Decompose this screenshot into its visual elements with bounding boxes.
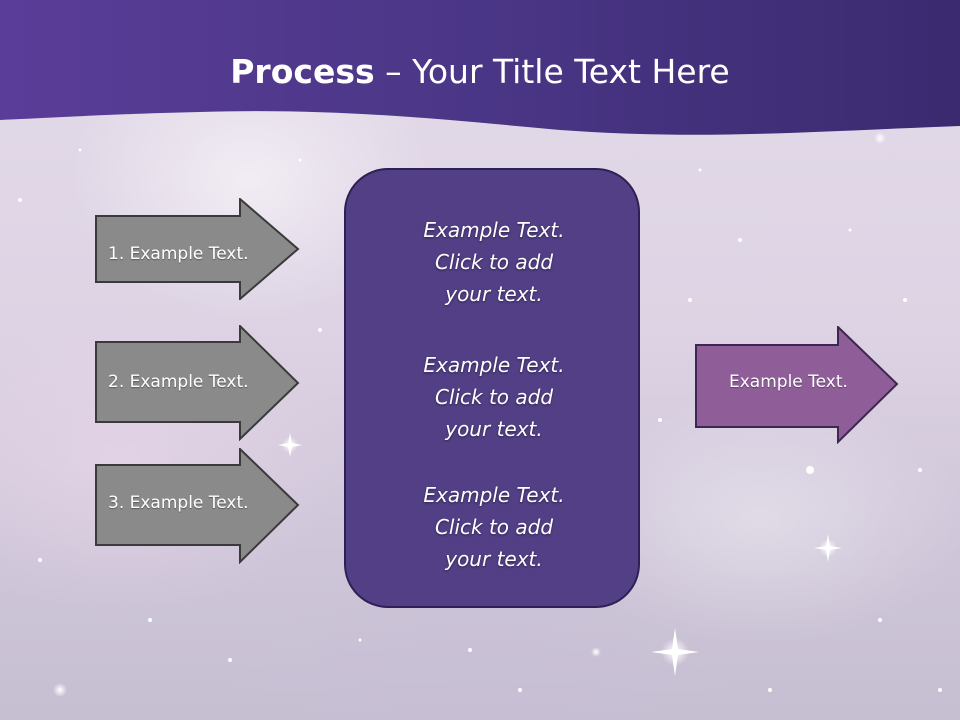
sparkles: [18, 132, 942, 697]
center-item-1-line3: your text.: [445, 282, 543, 306]
center-item-3: Example Text. Click to add your text.: [346, 479, 642, 575]
page-title: Process – Your Title Text Here: [0, 52, 960, 91]
center-item-2-line2: Click to add: [434, 385, 554, 409]
center-item-1: Example Text. Click to add your text.: [346, 214, 642, 310]
step-label-2: 2. Example Text.: [108, 372, 249, 392]
center-item-3-line2: Click to add: [434, 515, 554, 539]
center-item-2-line1: Example Text.: [423, 353, 565, 377]
title-rest: – Your Title Text Here: [374, 52, 730, 91]
center-item-1-line2: Click to add: [434, 250, 554, 274]
center-text-box[interactable]: Example Text. Click to add your text. Ex…: [344, 168, 640, 608]
center-item-3-line1: Example Text.: [423, 483, 565, 507]
step-arrow-2[interactable]: [95, 325, 300, 441]
title-bold: Process: [230, 52, 375, 91]
center-item-2: Example Text. Click to add your text.: [346, 349, 642, 445]
result-arrow[interactable]: [695, 326, 899, 444]
center-item-3-line3: your text.: [445, 547, 543, 571]
center-item-2-line3: your text.: [445, 417, 543, 441]
step-arrow-3[interactable]: [95, 448, 300, 564]
step-arrow-1[interactable]: [95, 198, 300, 300]
result-label: Example Text.: [729, 372, 848, 392]
center-item-1-line1: Example Text.: [423, 218, 565, 242]
step-label-3: 3. Example Text.: [108, 493, 249, 513]
header-band: [0, 0, 960, 135]
step-label-1: 1. Example Text.: [108, 244, 249, 264]
